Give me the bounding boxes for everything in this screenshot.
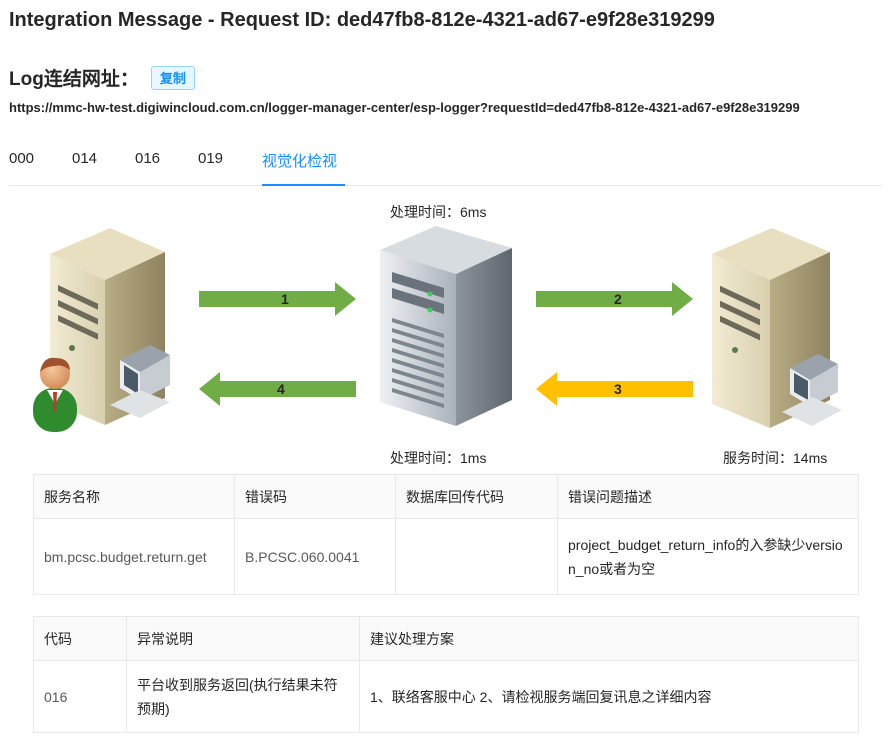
cell-service-name: bm.pcsc.budget.return.get <box>33 518 235 595</box>
col-service-name: 服务名称 <box>33 474 235 519</box>
cell-code: 016 <box>33 660 127 733</box>
tab-019[interactable]: 019 <box>198 150 224 167</box>
log-url[interactable]: https://mmc-hw-test.digiwincloud.com.cn/… <box>9 100 800 115</box>
log-link-label: Log连结网址： <box>9 69 139 90</box>
arrow-2-label: 2 <box>614 291 622 307</box>
tab-000[interactable]: 000 <box>9 150 35 167</box>
arrow-3: 3 <box>536 372 693 406</box>
arrow-4: 4 <box>199 372 356 406</box>
table-row: bm.pcsc.budget.return.get B.PCSC.060.004… <box>33 518 859 595</box>
page-title: Integration Message - Request ID: ded47f… <box>9 9 715 31</box>
service-server-icon <box>712 228 842 428</box>
col-error-code: 错误码 <box>234 474 396 519</box>
arrow-2: 2 <box>536 282 693 316</box>
arrow-3-label: 3 <box>614 381 622 397</box>
flow-graphics: 1 2 3 4 <box>33 226 842 432</box>
exception-table: 代码 异常说明 建议处理方案 016 平台收到服务返回(执行结果未符预期) 1、… <box>33 616 859 733</box>
processing-time-bottom: 处理时间：1ms <box>390 450 487 466</box>
cell-error-description: project_budget_return_info的入参缺少version_n… <box>557 518 859 595</box>
cell-db-return-code <box>395 518 558 595</box>
cell-exception-desc: 平台收到服务返回(执行结果未符预期) <box>126 660 360 733</box>
copy-button[interactable]: 复制 <box>150 65 195 90</box>
table-header-row: 代码 异常说明 建议处理方案 <box>33 616 859 661</box>
flow-diagram: 处理时间：6ms 处理时间：1ms 服务时间：14ms <box>0 190 892 470</box>
table-row: 016 平台收到服务返回(执行结果未符预期) 1、联络客服中心 2、请检视服务端… <box>33 660 859 733</box>
col-code: 代码 <box>33 616 127 661</box>
log-link-row: Log连结网址： 复制 <box>9 64 195 91</box>
arrow-1-label: 1 <box>281 291 289 307</box>
cell-suggested-solution: 1、联络客服中心 2、请检视服务端回复讯息之详细内容 <box>359 660 859 733</box>
cell-error-code: B.PCSC.060.0041 <box>234 518 396 595</box>
error-table: 服务名称 错误码 数据库回传代码 错误问题描述 bm.pcsc.budget.r… <box>33 474 859 595</box>
client-server-icon <box>33 228 170 432</box>
col-error-description: 错误问题描述 <box>557 474 859 519</box>
processing-time-top: 处理时间：6ms <box>390 204 487 220</box>
active-tab-indicator <box>262 184 345 186</box>
col-exception-desc: 异常说明 <box>126 616 360 661</box>
arrow-4-label: 4 <box>277 381 285 397</box>
esp-server-icon <box>380 226 512 426</box>
arrow-1: 1 <box>199 282 356 316</box>
col-suggested-solution: 建议处理方案 <box>359 616 859 661</box>
tab-bar: 000 014 016 019 视觉化检视 <box>9 142 882 186</box>
tab-visual-inspect[interactable]: 视觉化检视 <box>262 153 338 170</box>
col-db-return-code: 数据库回传代码 <box>395 474 558 519</box>
tab-014[interactable]: 014 <box>72 150 98 167</box>
table-header-row: 服务名称 错误码 数据库回传代码 错误问题描述 <box>33 474 859 519</box>
service-time: 服务时间：14ms <box>723 450 828 466</box>
tab-016[interactable]: 016 <box>135 150 161 167</box>
